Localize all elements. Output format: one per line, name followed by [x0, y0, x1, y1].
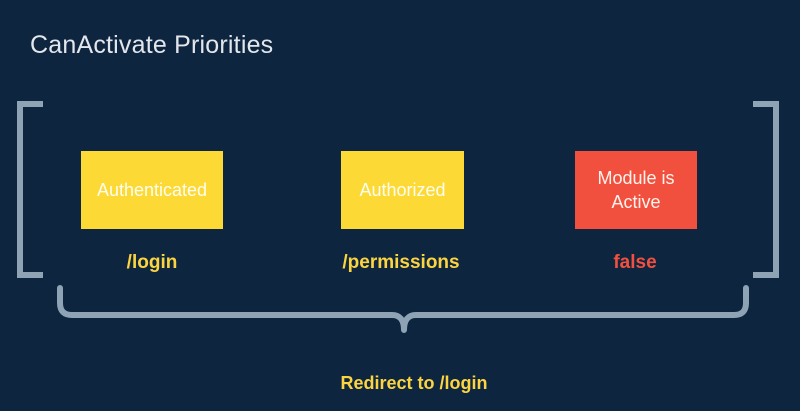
redirect-result-label: Redirect to /login	[340, 373, 488, 393]
false-result-label: false	[613, 252, 657, 273]
authorized-guard-box: Authorized	[341, 151, 464, 229]
bottom-curly-brace	[57, 285, 749, 333]
right-square-bracket	[753, 101, 779, 278]
permissions-route-label: /permissions	[342, 252, 460, 273]
left-square-bracket	[17, 101, 43, 278]
module-active-guard-box: Module is Active	[575, 151, 697, 229]
authenticated-guard-box: Authenticated	[81, 151, 223, 229]
login-route-label: /login	[126, 252, 178, 273]
slide-title: CanActivate Priorities	[30, 31, 274, 59]
